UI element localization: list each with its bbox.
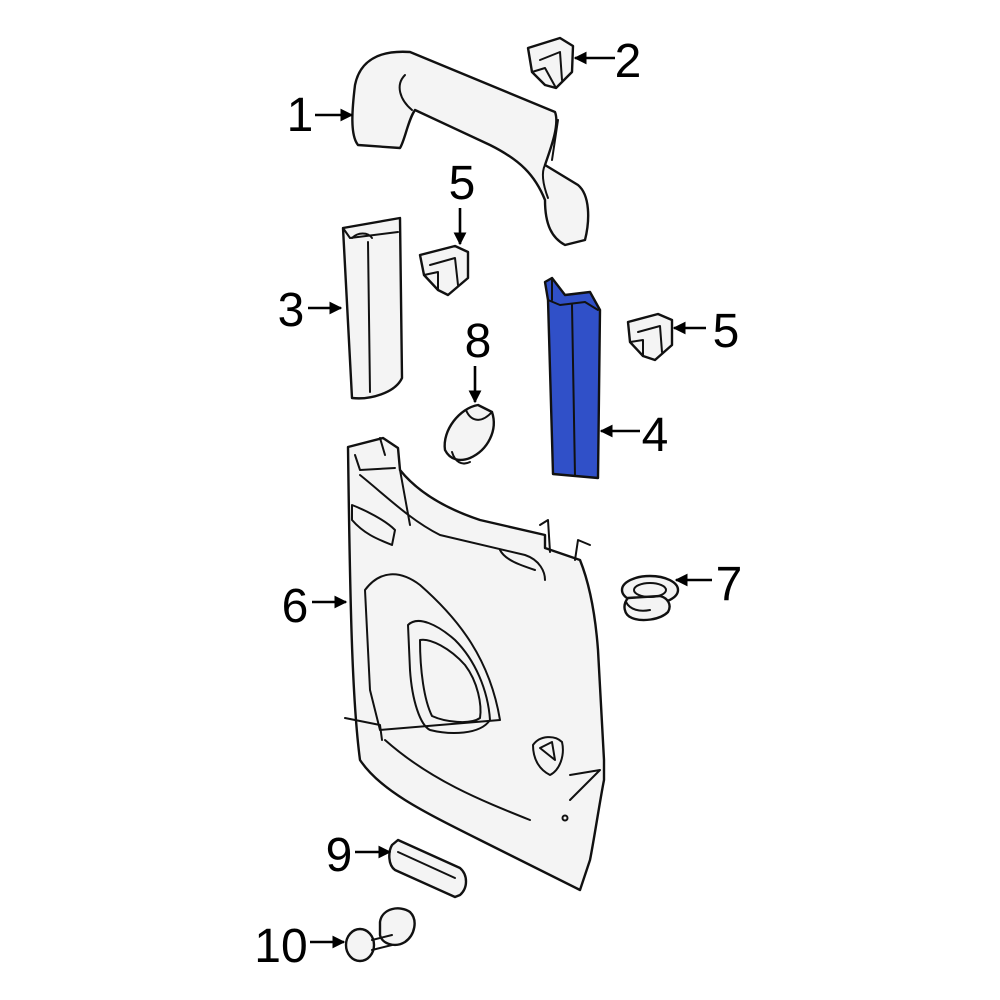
callout-labels: 1 2 3 4 5 5 6 7 8 9 10 (254, 35, 742, 973)
callout-10: 10 (254, 920, 307, 973)
callout-1: 1 (287, 89, 314, 142)
callout-4: 4 (642, 409, 669, 462)
callout-5-upper: 5 (449, 157, 476, 210)
callout-3: 3 (278, 284, 305, 337)
leader-arrows (308, 51, 712, 949)
clip-right[interactable] (626, 312, 674, 362)
quarter-trim-panel[interactable] (344, 436, 606, 892)
callout-8: 8 (465, 315, 492, 368)
callout-5-right: 5 (713, 305, 740, 358)
retainer-rivet[interactable] (344, 907, 416, 963)
callout-6: 6 (282, 580, 309, 633)
clip-upper[interactable] (418, 244, 470, 297)
pillar-trim-left[interactable] (341, 216, 404, 400)
callout-9: 9 (326, 829, 353, 882)
assist-handle[interactable] (351, 50, 590, 247)
pillar-trim-right[interactable] (543, 276, 602, 480)
callout-2: 2 (615, 35, 642, 88)
finish-plate[interactable] (388, 838, 468, 899)
callout-7: 7 (716, 558, 743, 611)
cover-cap[interactable] (443, 403, 495, 465)
clip-top[interactable] (526, 36, 575, 90)
push-pin-fastener[interactable] (620, 574, 680, 622)
